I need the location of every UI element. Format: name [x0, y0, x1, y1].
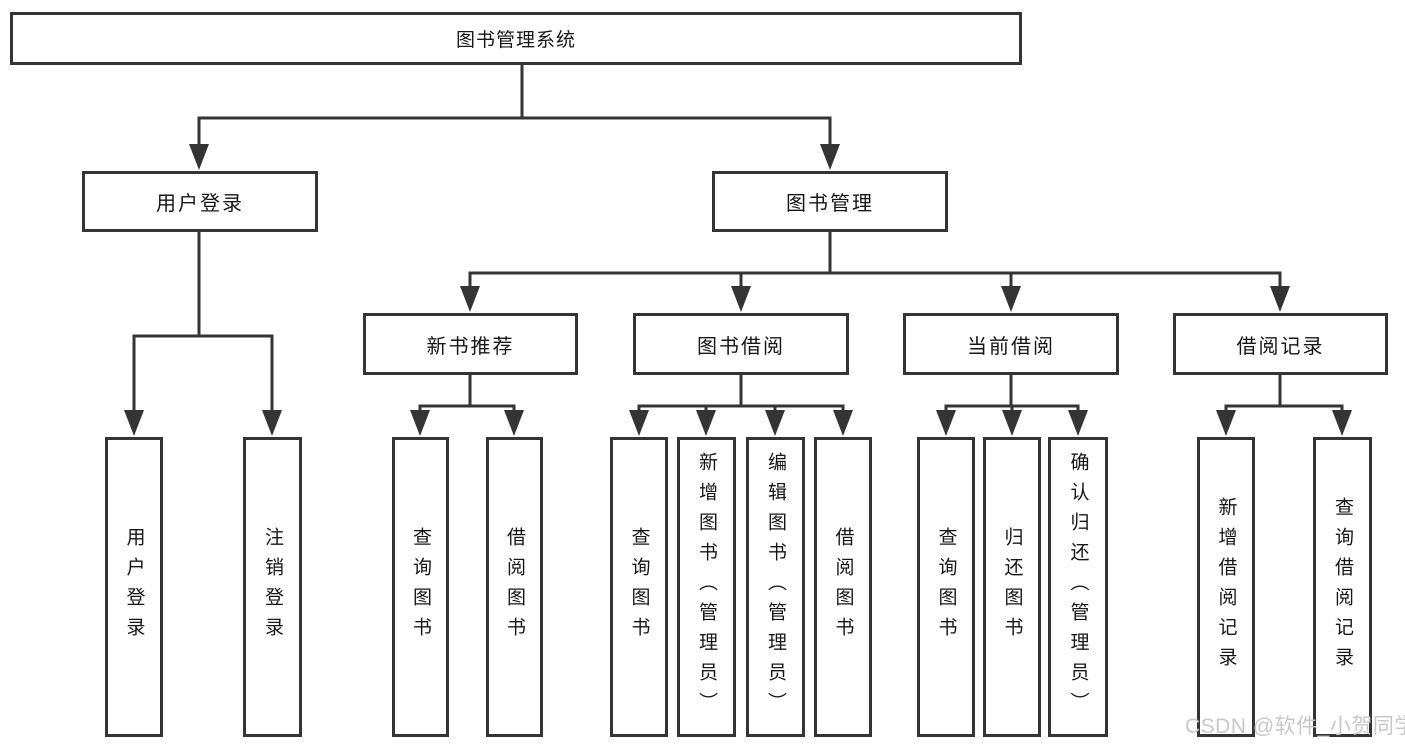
arrow-down-icon [1270, 286, 1290, 312]
connector-userlogin-to-leaves [132, 230, 274, 420]
node-leaf-logout: 注销登录 [243, 437, 302, 737]
connector-root-to-level2 [197, 63, 832, 154]
node-leaf-query-book-cb: 查询图书 [917, 437, 975, 737]
arrow-down-icon [696, 410, 716, 436]
connector-bookborrow-to-leaves [637, 373, 845, 420]
node-new-book-recommendation: 新书推荐 [363, 313, 578, 375]
arrow-down-icon [1068, 410, 1088, 436]
node-leaf-add-book-admin: 新增图书（管理员） [677, 437, 736, 737]
node-current-borrowing: 当前借阅 [903, 313, 1119, 375]
node-leaf-query-book-bb: 查询图书 [610, 437, 668, 737]
arrow-down-icon [731, 286, 751, 312]
node-leaf-borrow-book-bb: 借阅图书 [814, 437, 872, 737]
csdn-watermark: CSDN @软件_小贺同学 [1185, 715, 1405, 738]
arrow-down-icon [1332, 410, 1352, 436]
arrow-down-icon [629, 410, 649, 436]
arrow-down-icon [504, 410, 524, 436]
arrow-down-icon [936, 410, 956, 436]
arrow-down-icon [833, 410, 853, 436]
node-leaf-user-login: 用户登录 [105, 437, 163, 737]
arrow-down-icon [262, 410, 282, 436]
node-leaf-add-borrow-record: 新增借阅记录 [1197, 437, 1255, 737]
arrow-down-icon [1001, 286, 1021, 312]
node-book-management: 图书管理 [712, 171, 948, 232]
arrow-down-icon [410, 410, 430, 436]
node-leaf-query-book-rec: 查询图书 [392, 437, 449, 737]
node-leaf-confirm-return-admin: 确认归还（管理员） [1048, 437, 1108, 737]
arrow-down-icon [820, 144, 840, 170]
connector-newbookrec-to-leaves [418, 373, 516, 420]
node-leaf-edit-book-admin: 编辑图书（管理员） [746, 437, 805, 737]
node-book-borrowing: 图书借阅 [633, 313, 849, 375]
node-user-login: 用户登录 [82, 171, 318, 232]
arrowheads [124, 144, 1352, 436]
node-leaf-borrow-book-rec: 借阅图书 [486, 437, 543, 737]
node-borrowing-records: 借阅记录 [1173, 313, 1388, 375]
arrow-down-icon [124, 410, 144, 436]
connector-bookmgmt-to-level3 [468, 230, 1282, 296]
node-root: 图书管理系统 [10, 12, 1022, 65]
arrow-down-icon [460, 286, 480, 312]
arrow-down-icon [1216, 410, 1236, 436]
arrow-down-icon [189, 144, 209, 170]
node-leaf-query-borrow-record: 查询借阅记录 [1313, 437, 1372, 737]
arrow-down-icon [1002, 410, 1022, 436]
connectors [132, 63, 1344, 420]
connector-borrowrecord-to-leaves [1224, 373, 1344, 420]
node-leaf-return-book: 归还图书 [983, 437, 1041, 737]
arrow-down-icon [765, 410, 785, 436]
